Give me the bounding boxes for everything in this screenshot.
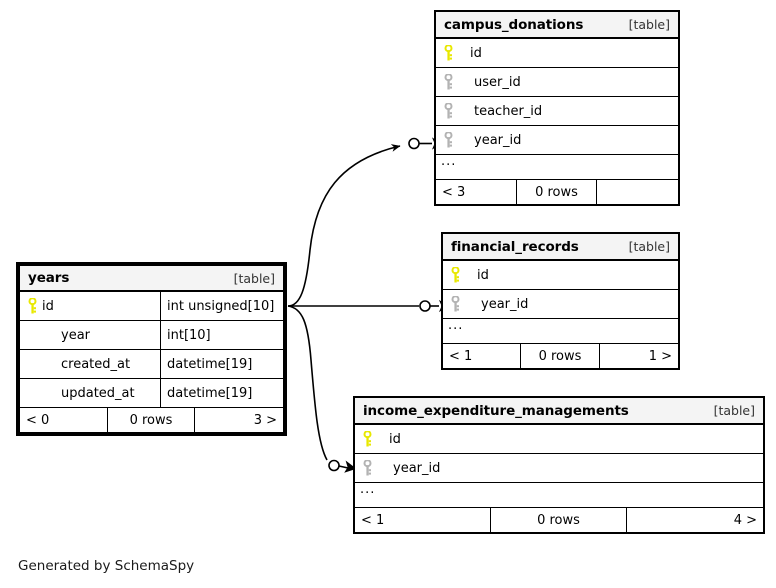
table-row[interactable]: created_at datetime[19] (20, 350, 283, 379)
table-footer: < 0 0 rows 3 > (20, 408, 283, 432)
table-footer: < 1 0 rows 1 > (443, 344, 678, 368)
table-row[interactable]: id (436, 39, 678, 68)
column-cell: id (436, 39, 678, 67)
column-name: id (470, 45, 482, 61)
column-cell: updated_at (20, 379, 161, 407)
table-income_expenditure_managements[interactable]: income_expenditure_managements [table] i… (353, 396, 765, 534)
table-footer: < 3 0 rows (436, 180, 678, 204)
column-cell: year_id (355, 454, 763, 482)
column-cell: user_id (436, 68, 678, 96)
column-cell: year (20, 321, 161, 349)
table-type-label: [table] (233, 270, 275, 286)
column-cell: id (20, 292, 161, 320)
column-name: user_id (474, 74, 521, 90)
incoming-relations-count[interactable]: < 0 (20, 408, 108, 432)
column-cell: year_id (436, 126, 678, 154)
primary-key-icon (443, 44, 454, 61)
row-count: 0 rows (108, 408, 196, 432)
column-type: int[10] (167, 327, 211, 343)
table-row[interactable]: year_id (436, 126, 678, 155)
column-name: id (389, 431, 401, 447)
table-row[interactable]: updated_at datetime[19] (20, 379, 283, 408)
edge-years-financial_records (288, 299, 449, 313)
more-columns-indicator: ... (355, 483, 763, 508)
table-header: financial_records [table] (443, 234, 678, 261)
table-row[interactable]: teacher_id (436, 97, 678, 126)
foreign-key-icon (443, 131, 454, 148)
column-name: year_id (474, 132, 522, 148)
table-row[interactable]: id int unsigned[10] (20, 292, 283, 321)
table-type-label: [table] (628, 17, 670, 32)
table-header: campus_donations [table] (436, 12, 678, 39)
table-title: years (28, 270, 70, 286)
table-header: years [table] (20, 266, 283, 292)
foreign-key-icon (443, 73, 454, 90)
table-row[interactable]: id (355, 425, 763, 454)
column-type: int unsigned[10] (167, 298, 275, 314)
column-name: updated_at (61, 385, 135, 401)
primary-key-icon (450, 266, 461, 283)
column-cell: id (443, 261, 678, 289)
column-cell: year_id (443, 290, 678, 318)
table-type-label: [table] (713, 403, 755, 418)
table-row[interactable]: year_id (443, 290, 678, 319)
column-cell: id (355, 425, 763, 453)
foreign-key-icon (362, 459, 373, 476)
outgoing-relations-count[interactable]: 4 > (733, 512, 757, 528)
table-title: campus_donations (444, 16, 584, 33)
column-type: datetime[19] (167, 356, 253, 372)
column-name: created_at (61, 356, 131, 372)
column-type: datetime[19] (167, 385, 253, 401)
incoming-relations-count[interactable]: < 1 (443, 344, 522, 368)
table-footer: < 1 0 rows 4 > (355, 508, 763, 532)
foreign-key-icon (450, 295, 461, 312)
table-header: income_expenditure_managements [table] (355, 398, 763, 425)
table-title: income_expenditure_managements (363, 402, 629, 419)
column-name: id (477, 267, 489, 283)
column-name: year_id (481, 296, 529, 312)
row-count: 0 rows (521, 344, 600, 368)
table-campus_donations[interactable]: campus_donations [table] id (434, 10, 680, 206)
outgoing-relations-count[interactable] (597, 180, 678, 204)
row-count: 0 rows (517, 180, 598, 204)
table-row[interactable]: user_id (436, 68, 678, 97)
foreign-key-icon (443, 102, 454, 119)
table-row[interactable]: id (443, 261, 678, 290)
table-row[interactable]: year int[10] (20, 321, 283, 350)
outgoing-relations-count[interactable]: 1 > (648, 348, 672, 364)
edge-years-income_expenditure_managements (287, 305, 357, 473)
primary-key-icon (27, 297, 38, 314)
table-row[interactable]: year_id (355, 454, 763, 483)
column-name: teacher_id (474, 103, 543, 119)
table-financial_records[interactable]: financial_records [table] id (441, 232, 680, 370)
column-cell: teacher_id (436, 97, 678, 125)
edge-years-campus_donations (287, 137, 442, 307)
incoming-relations-count[interactable]: < 3 (436, 180, 517, 204)
outgoing-relations-count[interactable]: 3 > (253, 412, 278, 428)
table-title: financial_records (451, 238, 579, 255)
column-cell: created_at (20, 350, 161, 378)
more-columns-indicator: ... (436, 155, 678, 180)
incoming-relations-count[interactable]: < 1 (355, 508, 491, 532)
row-count: 0 rows (491, 508, 627, 532)
table-years[interactable]: years [table] id int unsigned[10] yea (16, 262, 287, 436)
primary-key-icon (362, 430, 373, 447)
table-type-label: [table] (628, 239, 670, 254)
generated-by-note: Generated by SchemaSpy (18, 558, 195, 574)
column-name: year (61, 327, 91, 343)
column-name: id (42, 298, 54, 314)
more-columns-indicator: ... (443, 319, 678, 344)
column-name: year_id (393, 460, 441, 476)
